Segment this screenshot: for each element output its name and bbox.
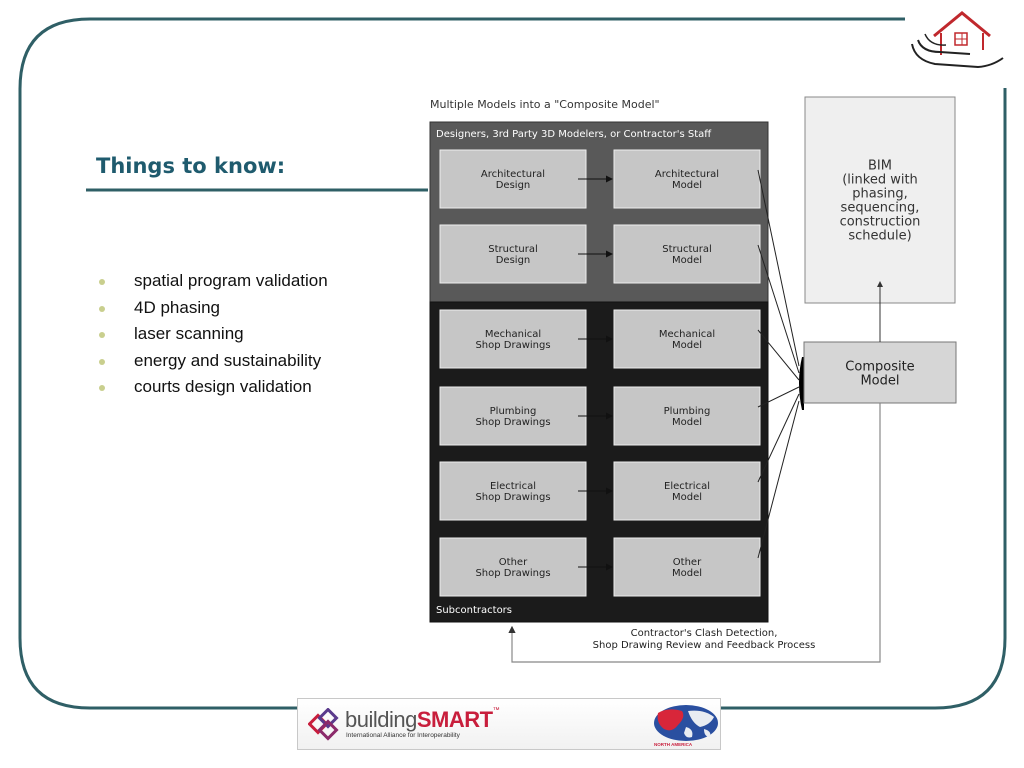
node-label: sequencing, [841,201,920,216]
bullet-text: energy and sustainability [134,350,322,370]
buildingsmart-logo-icon [308,708,339,741]
node-label: Composite [845,360,914,375]
page-title: Things to know: [96,154,286,178]
node-label: BIM [868,159,892,174]
node-label: Architectural [481,169,545,180]
logo-wordmark: buildingSMART™ [345,707,500,732]
bullet-icon [99,385,105,391]
node-label: Structural [662,244,712,255]
node-label: Model [672,255,702,266]
model-rows: ArchitecturalDesignArchitecturalModelStr… [439,149,761,597]
buildingsmart-logo-strip: buildingSMART™ International Alliance fo… [297,698,721,750]
node-label: Mechanical [659,329,715,340]
node-label: Shop Drawings [475,340,550,351]
node-label: Model [672,340,702,351]
feedback-label: Contractor's Clash Detection,Shop Drawin… [593,628,816,651]
composite-connector [799,357,804,410]
convergence-line [757,400,800,559]
node-label: Structural [488,244,538,255]
logo-tagline: International Alliance for Interoperabil… [346,732,460,739]
list-item: laser scanning [98,322,328,349]
node-label: Architectural [655,169,719,180]
node-label: Design [496,255,531,266]
model-node-box [613,224,761,284]
source-node-box [439,537,587,597]
source-node-box [439,461,587,521]
model-node-box [613,309,761,369]
bullet-icon [99,279,105,285]
bullet-icon [99,332,105,338]
model-node-box [613,537,761,597]
bim-label: BIM(linked withphasing,sequencing,constr… [840,159,921,244]
node-label: Plumbing [664,406,711,417]
designers-header: Designers, 3rd Party 3D Modelers, or Con… [436,129,712,140]
node-label: Model [860,374,899,389]
composite-model-diagram: Multiple Models into a "Composite Model"… [429,96,957,663]
node-label: Design [496,180,531,191]
bullet-text: 4D phasing [134,297,221,317]
node-label: Model [672,180,702,191]
convergence-line [757,386,800,408]
node-label: Model [672,417,702,428]
node-label: schedule) [848,229,911,244]
node-label: phasing, [852,187,907,202]
list-item: courts design validation [98,375,328,402]
list-item: energy and sustainability [98,349,328,376]
node-label: Model [672,568,702,579]
north-america-globe-icon [654,705,718,741]
feedback-loop-arrow [508,403,881,663]
convergence-line [757,393,800,483]
node-label: Shop Drawings [475,417,550,428]
model-node-box [613,461,761,521]
bullet-list: spatial program validation 4D phasing la… [98,269,328,402]
node-label: (linked with [842,173,918,188]
list-item: 4D phasing [98,296,328,323]
bullet-icon [99,305,105,312]
node-label: Electrical [664,481,710,492]
composite-model-box [803,341,957,404]
source-node-box [439,309,587,369]
house-in-hand-logo-icon [911,11,1004,69]
list-item: spatial program validation [98,269,328,296]
subcontractors-label: Subcontractors [436,605,512,616]
node-label: Shop Drawings [475,492,550,503]
bullet-text: spatial program validation [134,271,328,290]
bim-box [804,96,956,304]
node-label: Other [673,557,702,568]
bullet-text: courts design validation [134,377,312,396]
source-node-box [439,386,587,446]
node-label: Other [499,557,528,568]
convergence-line [757,329,800,381]
diagram-caption: Multiple Models into a "Composite Model" [430,98,660,111]
model-node-box [613,386,761,446]
convergence-line [757,244,800,374]
node-label: Model [672,492,702,503]
region-label: NORTH AMERICA [654,742,693,747]
convergence-line [757,169,800,367]
node-label: Plumbing [490,406,537,417]
convergence-lines [757,169,800,559]
bullet-icon [99,358,105,365]
node-label: Electrical [490,481,536,492]
source-node-box [439,224,587,284]
node-label: construction [840,215,921,230]
feedback-text: Contractor's Clash Detection, [631,628,778,639]
feedback-text: Shop Drawing Review and Feedback Process [593,640,816,651]
node-label: Mechanical [485,329,541,340]
node-label: Shop Drawings [475,568,550,579]
bullet-text: laser scanning [134,324,244,343]
